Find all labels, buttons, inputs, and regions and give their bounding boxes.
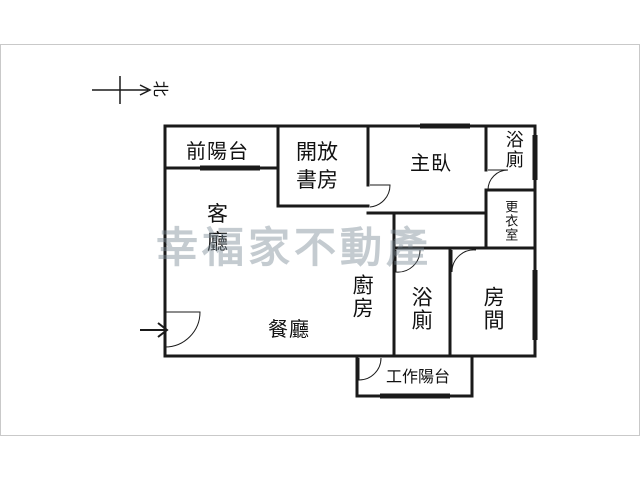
room-label-dining: 餐廳	[268, 317, 310, 341]
door-swing-bath1	[487, 169, 509, 191]
entrance-arrowhead	[157, 322, 169, 338]
room-label-bath-1: 浴廁	[502, 130, 524, 170]
room-label-open-study: 開放 書房	[296, 138, 338, 194]
watermark-logo: 幸福家不動產	[156, 223, 433, 272]
living-line-1: 客	[207, 202, 228, 226]
door-swing-master	[369, 184, 391, 208]
outer-wall	[163, 124, 537, 398]
room-label-bath-2: 浴廁	[409, 286, 434, 332]
door-swing-bath2	[395, 249, 421, 273]
room-label-work-balcony: 工作陽台	[386, 367, 451, 386]
compass-arrowhead	[139, 84, 152, 96]
room-label-front-balcony: 前陽台	[186, 139, 249, 163]
living-line-2: 廳	[207, 230, 228, 254]
open-study-line-2: 書房	[296, 168, 338, 192]
room-label-living: 客 廳	[207, 200, 228, 256]
door-swing-bedroom	[451, 249, 477, 273]
room-label-dressing: 更衣室	[502, 200, 518, 242]
room-label-bedroom: 房間	[481, 286, 506, 332]
room-label-kitchen: 廚房	[350, 274, 375, 320]
open-study-line-1: 開放	[296, 140, 338, 164]
door-swing-kitchen	[358, 357, 382, 381]
door-swing-entrance	[164, 311, 201, 348]
room-label-master-bedroom: 主臥	[410, 151, 452, 175]
north-label: 北	[150, 80, 170, 97]
